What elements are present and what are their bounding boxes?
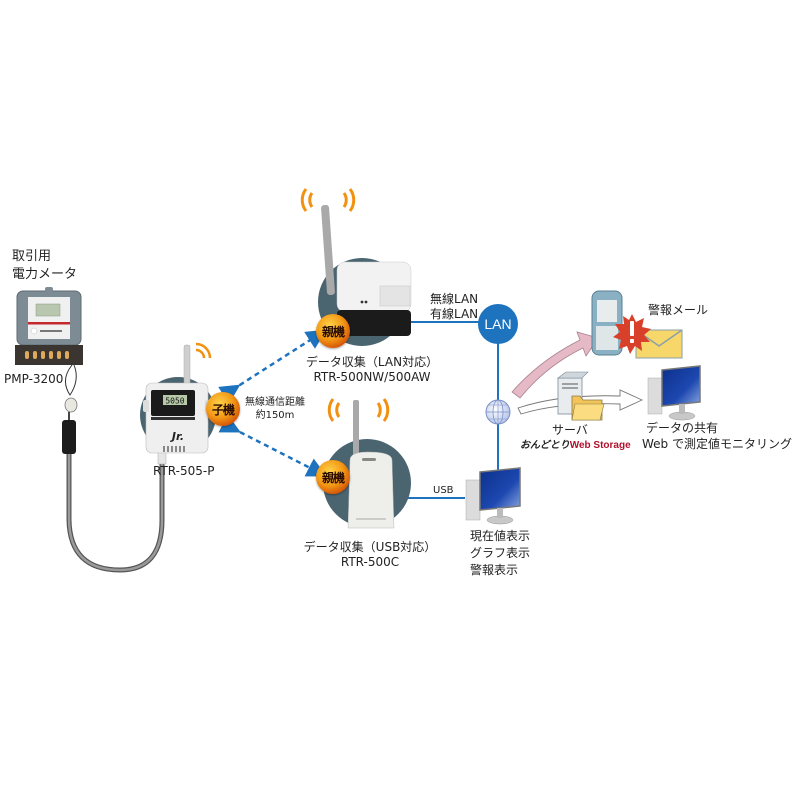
lan-link-line2: 有線LAN: [430, 307, 479, 321]
power-meter-icon: [15, 287, 83, 365]
web-monitor-icon: [647, 365, 701, 421]
web-monitoring-line1: データの共有: [646, 421, 719, 435]
folder-icon: [571, 395, 605, 421]
server-label: サーバ: [552, 423, 588, 437]
logger-display-value: 5050: [165, 397, 184, 406]
base-lan-label: データ収集（LAN対応） RTR-500NW/500AW: [304, 355, 440, 385]
wireless-link-lan: [218, 329, 327, 404]
pc-functions-label: 現在値表示 グラフ表示 警報表示: [470, 528, 530, 579]
wireless-link-usb: [218, 414, 327, 477]
wifi-signal-icon: [300, 188, 356, 212]
web-storage-logo-part2: Web Storage: [569, 440, 631, 451]
alert-burst-icon: [613, 314, 651, 354]
base-lan-line2: RTR-500NW/500AW: [313, 370, 431, 384]
logger-label: RTR-505-P: [153, 464, 215, 478]
lan-link-label: 無線LAN 有線LAN: [430, 292, 478, 322]
sensor-label: PMP-3200: [4, 372, 64, 386]
alarm-arrow: [511, 331, 599, 399]
alarm-mail-label: 警報メール: [648, 303, 709, 317]
web-storage-logo-part1: おんどとり: [520, 440, 570, 451]
web-storage-logo: おんどとりWeb Storage: [520, 436, 631, 451]
pc-function-alarm: 警報表示: [470, 563, 519, 577]
usb-link-label: USB: [433, 485, 454, 496]
wireless-range-line1: 無線通信距離: [245, 397, 305, 408]
child-unit-badge: 子機: [206, 392, 240, 426]
wifi-signal-icon: [195, 342, 212, 359]
mobile-phone-icon: [591, 290, 623, 356]
web-monitoring-line2: Web で測定値モニタリング: [642, 437, 792, 451]
wireless-range-label: 無線通信距離 約150m: [240, 396, 310, 422]
wireless-range-line2: 約150m: [255, 410, 295, 421]
base-unit-usb-badge: 親機: [316, 460, 350, 494]
globe-icon: [485, 399, 511, 425]
base-usb-line2: RTR-500C: [340, 555, 400, 569]
base-station-usb-icon: [323, 400, 411, 529]
pc-function-graph: グラフ表示: [470, 546, 531, 560]
base-usb-label: データ収集（USB対応） RTR-500C: [302, 540, 438, 570]
meter-label: 取引用 電力メータ: [12, 248, 77, 284]
meter-label-line2: 電力メータ: [12, 267, 78, 282]
lan-hub-node: LAN: [478, 304, 518, 344]
lan-link-line1: 無線LAN: [430, 292, 479, 306]
current-sensor-icon: [62, 364, 167, 573]
pc-function-current: 現在値表示: [470, 529, 531, 543]
meter-label-line1: 取引用: [12, 249, 52, 264]
wifi-signal-icon: [327, 398, 390, 422]
base-unit-lan-badge: 親機: [316, 314, 350, 348]
logger-device-icon: 5050 Jr.: [140, 344, 216, 454]
logger-brand: Jr.: [170, 430, 184, 443]
web-monitoring-label: データの共有 Web で測定値モニタリング: [642, 420, 792, 452]
pc-monitor-icon: [465, 467, 521, 525]
base-usb-line1: データ収集（USB対応）: [303, 540, 437, 554]
base-lan-line1: データ収集（LAN対応）: [305, 355, 439, 369]
